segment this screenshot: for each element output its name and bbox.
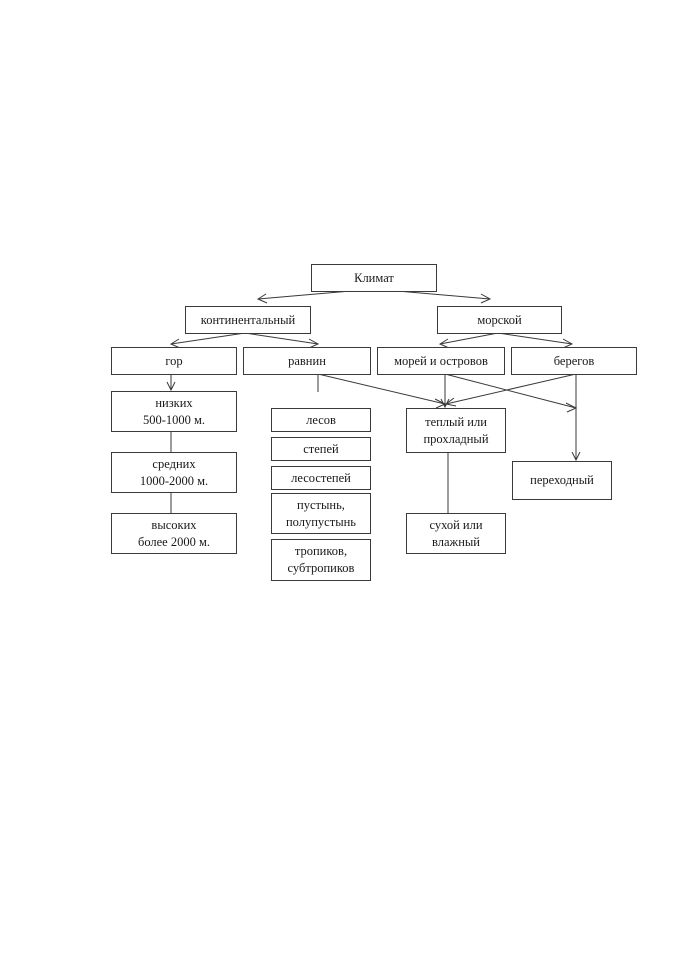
arrowhead [480, 293, 492, 304]
arrowhead [308, 338, 320, 349]
arrowhead [571, 451, 581, 462]
node-low: низких 500-1000 м. [111, 391, 237, 432]
node-mountains: гор [111, 347, 237, 375]
node-forest-steppes: лесостепей [271, 466, 371, 490]
node-maritime: морской [437, 306, 562, 334]
arrowhead [565, 402, 578, 413]
link-seas-transitional [444, 373, 577, 409]
arrowhead [256, 293, 268, 304]
arrowhead [440, 398, 450, 409]
node-warm-cool: теплый или прохладный [406, 408, 506, 453]
arrowhead [562, 338, 574, 349]
arrowhead [444, 397, 457, 407]
node-forests: лесов [271, 408, 371, 432]
link-continental-plains [244, 332, 319, 345]
node-deserts: пустынь, полупустынь [271, 493, 371, 534]
node-seas-islands: морей и островов [377, 347, 505, 375]
node-middle: средних 1000-2000 м. [111, 452, 237, 493]
node-continental: континентальный [185, 306, 311, 334]
arrowhead [166, 381, 176, 392]
arrowhead [169, 338, 181, 349]
node-high: высоких более 2000 м. [111, 513, 237, 554]
node-steppes: степей [271, 437, 371, 461]
link-continental-mountains [170, 332, 246, 345]
link-maritime-seas [439, 332, 499, 345]
link-plains-warm [317, 373, 446, 405]
link-maritime-coasts [497, 332, 573, 345]
node-climate: Климат [311, 264, 437, 292]
node-tropics: тропиков, субтропиков [271, 539, 371, 581]
link-coasts-warm [445, 373, 577, 405]
node-dry-wet: сухой или влажный [406, 513, 506, 554]
node-transitional: переходный [512, 461, 612, 500]
node-plains: равнин [243, 347, 371, 375]
node-coasts: берегов [511, 347, 637, 375]
arrowhead [438, 338, 450, 349]
